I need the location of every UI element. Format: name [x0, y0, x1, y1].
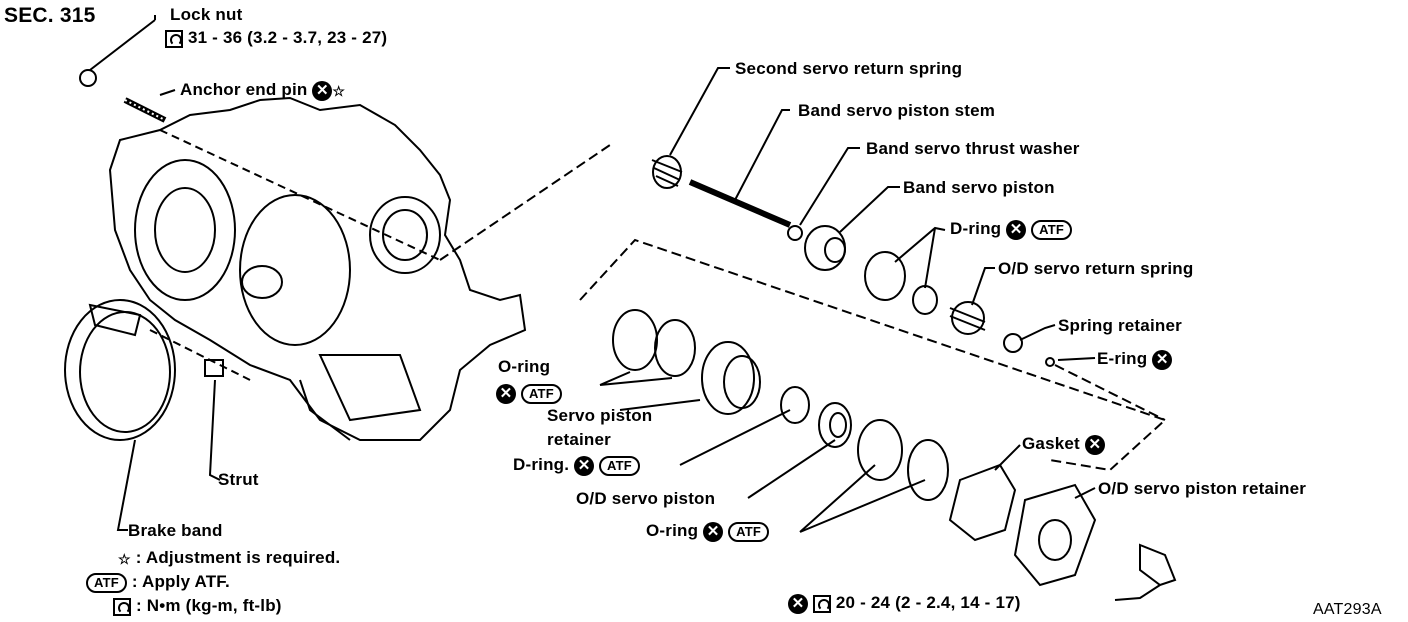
replace-icon: ✕: [788, 593, 808, 614]
od-servo-piston-part: [818, 402, 852, 448]
legend-torque: : N•m (kg-m, ft-lb): [113, 596, 282, 616]
section-label: SEC. 315: [4, 4, 96, 27]
lock-nut-part: [79, 69, 97, 87]
o-ring-left-symbols: ✕ ATF: [496, 383, 562, 404]
lock-nut-torque: 31 - 36 (3.2 - 3.7, 23 - 27): [165, 28, 387, 48]
gasket-part: [948, 463, 1017, 542]
o-ring-part-4: [907, 439, 949, 501]
atf-icon: ATF: [520, 383, 562, 404]
lock-nut-torque-value: 31 - 36 (3.2 - 3.7, 23 - 27): [187, 28, 388, 47]
band-servo-piston-stem-label: Band servo piston stem: [798, 101, 996, 120]
o-ring-left-label: O-ring: [498, 357, 551, 376]
o-ring-part-1: [612, 309, 658, 371]
servo-piston-retainer-label-2: retainer: [547, 430, 611, 449]
od-retainer-part: [1013, 483, 1097, 587]
replace-icon: ✕: [1084, 434, 1105, 455]
od-servo-return-spring-label: O/D servo return spring: [998, 259, 1194, 278]
transmission-case: [108, 96, 527, 441]
d-ring-part-upper-1: [864, 251, 906, 301]
e-ring-label: E-ring ✕: [1097, 349, 1173, 370]
thrust-washer: [787, 225, 803, 241]
replace-icon: ✕: [574, 455, 595, 476]
star-icon: ☆: [332, 82, 346, 99]
od-return-spring: [951, 301, 985, 335]
strut-label: Strut: [218, 470, 259, 489]
brake-band-label: Brake band: [128, 521, 223, 540]
bolt-torque-label: ✕ 20 - 24 (2 - 2.4, 14 - 17): [788, 593, 1021, 614]
replace-icon: ✕: [703, 521, 724, 542]
spring-retainer-part: [1003, 333, 1023, 353]
brake-band-part: [64, 299, 176, 441]
torque-icon: [165, 29, 183, 48]
d-ring-part-lower: [780, 386, 810, 424]
lock-nut-label: Lock nut: [170, 5, 243, 24]
replace-icon: ✕: [1152, 349, 1173, 370]
replace-icon: ✕: [312, 80, 333, 101]
od-servo-piston-retainer-label: O/D servo piston retainer: [1098, 479, 1307, 498]
o-ring-part-3: [857, 419, 903, 481]
bolt-part: [1139, 543, 1177, 587]
d-ring-lower-label: D-ring. ✕ ATF: [513, 455, 640, 476]
legend-adjustment: ☆ : Adjustment is required.: [118, 548, 341, 567]
figure-code: AAT293A: [1313, 601, 1382, 618]
star-icon: ☆: [118, 550, 131, 567]
torque-icon: [113, 597, 131, 616]
legend-atf: ATF : Apply ATF.: [86, 572, 230, 593]
case-bore: [239, 194, 351, 346]
atf-icon: ATF: [728, 521, 769, 542]
spring-retainer-label: Spring retainer: [1058, 316, 1182, 335]
band-servo-thrust-washer-label: Band servo thrust washer: [866, 139, 1080, 158]
atf-icon: ATF: [86, 572, 127, 593]
o-ring-lower-label: O-ring ✕ ATF: [646, 521, 769, 542]
bellhousing: [134, 159, 236, 301]
anchor-end-pin-label: Anchor end pin ✕☆: [180, 80, 346, 101]
atf-icon: ATF: [599, 455, 640, 476]
od-servo-piston-label: O/D servo piston: [576, 489, 716, 508]
e-ring-part: [1045, 357, 1055, 367]
replace-icon: ✕: [496, 383, 516, 404]
strut-part: [204, 359, 224, 377]
servo-piston-retainer-label-1: Servo piston: [547, 406, 653, 425]
second-servo-return-spring-label: Second servo return spring: [735, 59, 963, 78]
d-ring-upper-label: D-ring ✕ ATF: [950, 219, 1073, 240]
servo-piston-retainer-part: [701, 341, 755, 415]
gasket-label: Gasket ✕: [1022, 434, 1105, 455]
band-servo-piston-label: Band servo piston: [903, 178, 1055, 197]
servo-bore: [369, 196, 441, 274]
torque-icon: [812, 594, 831, 613]
atf-icon: ATF: [1031, 219, 1073, 240]
d-ring-part-upper-2: [912, 285, 938, 315]
o-ring-part-2: [654, 319, 696, 377]
replace-icon: ✕: [1006, 219, 1027, 240]
